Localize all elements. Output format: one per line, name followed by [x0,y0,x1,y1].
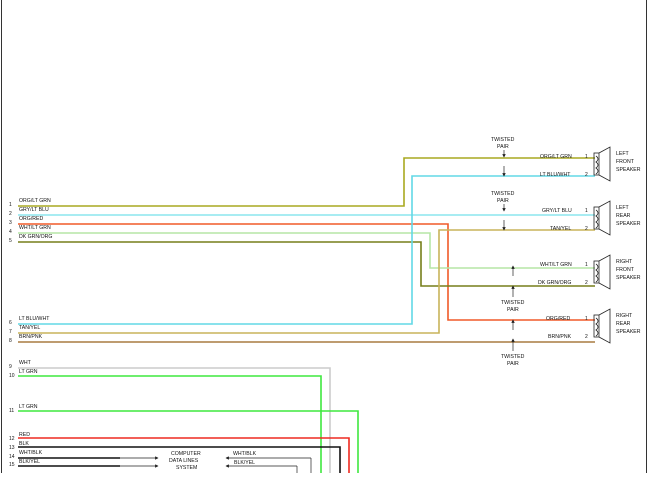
wire-label: BRN/PNK [19,334,43,340]
speaker-name: REAR [616,321,631,327]
wire-label: RED [19,432,30,438]
pin-number: 1 [585,316,588,322]
computer-data-label: DATA LINES [169,458,199,464]
wire-label: WHT/LT GRN [540,262,572,268]
computer-data-lines-system: COMPUTER DATA LINES SYSTEM WHT/BLK BLK/Y… [169,451,257,471]
pin-number: 2 [9,211,12,217]
twisted-pair-label: PAIR [497,144,509,150]
speaker-name: SPEAKER [616,167,641,173]
pin-number: 1 [9,202,12,208]
pin-number: 2 [585,226,588,232]
computer-data-label: COMPUTER [171,451,201,457]
speaker-wire-labels: ORG/LT GRN 1 LT BLU/WHT 2 GRY/LT BLU 1 T… [538,154,588,340]
pin-number: 2 [585,172,588,178]
twisted-pair-label: PAIR [507,307,519,313]
pin-number: 7 [9,329,12,335]
twisted-pair-label: TWISTED [501,300,525,306]
wires [18,157,595,473]
wire-label: WHT [19,360,32,366]
speaker-icon [593,146,611,182]
twisted-pair-labels: TWISTED PAIR TWISTED PAIR TWISTED PAIR T… [491,137,525,367]
pin-number: 10 [9,373,15,379]
wire-label: BRN/PNK [548,334,572,340]
pin-number: 8 [9,338,12,344]
wire-label: TAN/YEL [550,226,571,232]
speaker-icon [593,308,611,344]
speaker-name: LEFT [616,151,630,157]
wire [18,241,595,287]
speakers [593,146,611,344]
pin-number: 13 [9,445,15,451]
twisted-pair-label: TWISTED [501,354,525,360]
twisted-pair-label: TWISTED [491,191,515,197]
speaker-name: REAR [616,213,631,219]
pin-number: 3 [9,220,12,226]
wire-label: LT GRN [19,404,38,410]
pin-number: 15 [9,462,15,468]
wire-label: LT GRN [19,369,38,375]
twisted-pair-arrows [502,150,515,351]
wire-label: WHT/BLK [19,450,43,456]
wire-label: ORG/LT GRN [19,198,51,204]
speaker-icon [593,254,611,290]
pin-number: 5 [9,238,12,244]
pin-number: 14 [9,454,15,460]
speaker-name: SPEAKER [616,329,641,335]
pin-number: 6 [9,320,12,326]
wire-label: DK GRN/ORG [538,280,571,286]
computer-data-wire-label: BLK/YEL [234,460,255,466]
wire [18,223,595,321]
pin-number: 1 [585,208,588,214]
twisted-pair-label: TWISTED [491,137,515,143]
computer-data-arrows [120,456,312,473]
wire-label: LT BLU/WHT [540,172,571,178]
wire [18,446,341,473]
pin-number: 1 [585,262,588,268]
computer-data-label: SYSTEM [176,465,197,471]
pin-number: 9 [9,364,12,370]
connector-pins: 1 ORG/LT GRN 2 GRY/LT BLU 3 ORG/RED 4 WH… [9,198,52,468]
wire [18,232,595,269]
speaker-name: LEFT [616,205,630,211]
wire [18,437,350,473]
wire-label: TAN/YEL [19,325,40,331]
wire-label: GRY/LT BLU [542,208,572,214]
wire [18,375,322,473]
computer-data-wire-label: WHT/BLK [233,451,257,457]
pin-number: 4 [9,229,12,235]
speaker-names: LEFT FRONT SPEAKER LEFT REAR SPEAKER RIG… [616,151,641,335]
wire [18,157,595,207]
pin-number: 2 [585,280,588,286]
wire [18,229,595,334]
twisted-pair-label: PAIR [507,361,519,367]
pin-number: 1 [585,154,588,160]
speaker-icon [593,200,611,236]
speaker-name: SPEAKER [616,221,641,227]
wire-label: BLK/YEL [19,459,40,465]
wire [18,410,359,473]
twisted-pair-label: PAIR [497,198,509,204]
wire-label: GRY/LT BLU [19,207,49,213]
pin-number: 12 [9,436,15,442]
pin-number: 11 [9,408,14,414]
wire-label: ORG/LT GRN [540,154,572,160]
speaker-name: SPEAKER [616,275,641,281]
wire-label: BLK [19,441,29,447]
speaker-name: RIGHT [616,259,633,265]
wire-label: LT BLU/WHT [19,316,50,322]
speaker-name: RIGHT [616,313,633,319]
wire-label: WHT/LT GRN [19,225,51,231]
wire-label: ORG/RED [19,216,43,222]
speaker-name: FRONT [616,267,635,273]
speaker-name: FRONT [616,159,635,165]
wire-label: ORG/RED [546,316,570,322]
pin-number: 2 [585,334,588,340]
wire-label: DK GRN/ORG [19,234,52,240]
